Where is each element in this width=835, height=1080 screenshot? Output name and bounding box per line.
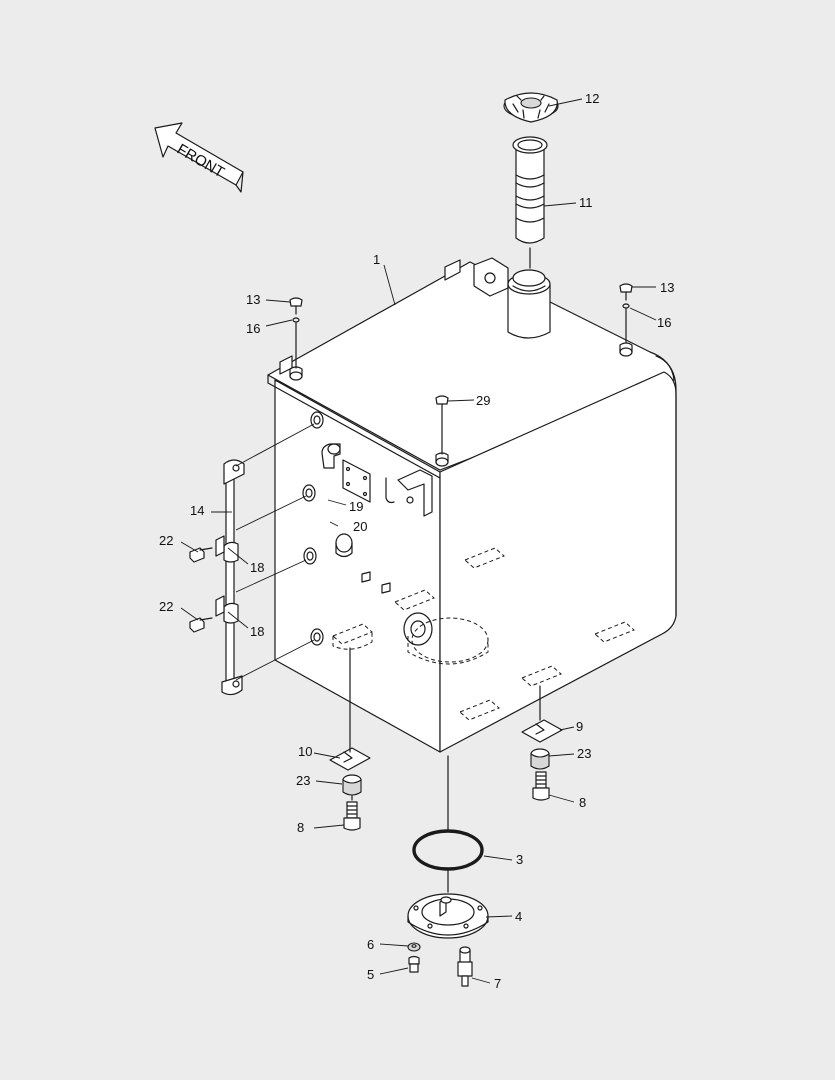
callout-4: 4: [515, 909, 522, 924]
hydraulic-tank: [267, 257, 677, 753]
callout-12: 12: [585, 91, 599, 106]
callout-6: 6: [367, 937, 374, 952]
callout-labels: 1 12 11 13 16 13 16 29 14 19 20 22 18 22…: [159, 91, 674, 991]
callout-16: 16: [246, 321, 260, 336]
bottom-parts: [329, 647, 563, 987]
level-gauge: [189, 459, 245, 696]
front-arrow-icon: FRONT: [154, 122, 244, 193]
callout-22: 22: [159, 599, 173, 614]
callout-9: 9: [576, 719, 583, 734]
callout-23: 23: [296, 773, 310, 788]
leader-lines: [180, 98, 657, 984]
callout-13: 13: [246, 292, 260, 307]
callout-13: 13: [660, 280, 674, 295]
callout-11: 11: [579, 195, 593, 210]
callout-3: 3: [516, 852, 523, 867]
strainer: [512, 136, 548, 269]
callout-8: 8: [297, 820, 304, 835]
callout-16: 16: [657, 315, 671, 330]
filler-cap: [503, 92, 559, 123]
callout-29: 29: [476, 393, 490, 408]
callout-22: 22: [159, 533, 173, 548]
callout-8: 8: [579, 795, 586, 810]
callout-18: 18: [250, 560, 264, 575]
callout-1: 1: [373, 252, 380, 267]
callout-18: 18: [250, 624, 264, 639]
callout-5: 5: [367, 967, 374, 982]
callout-19: 19: [349, 499, 363, 514]
cap-screws: [289, 283, 633, 455]
callout-14: 14: [190, 503, 204, 518]
callout-7: 7: [494, 976, 501, 991]
callout-10: 10: [298, 744, 312, 759]
callout-23: 23: [577, 746, 591, 761]
callout-20: 20: [353, 519, 367, 534]
